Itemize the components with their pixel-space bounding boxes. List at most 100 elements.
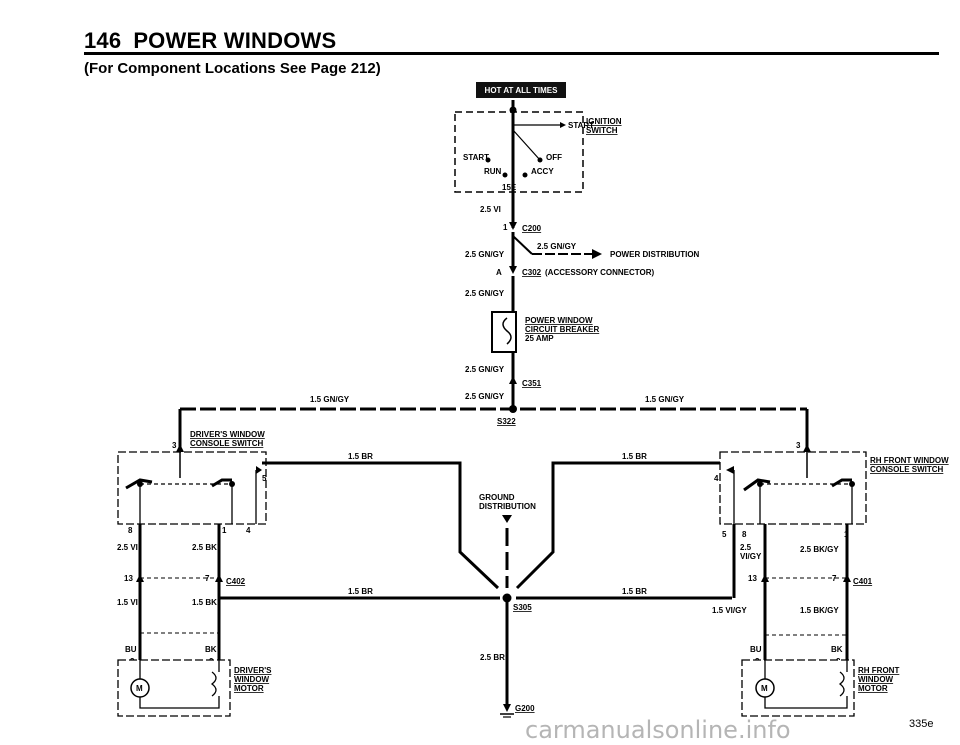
driver-switch-pin-3: 3 — [172, 441, 177, 450]
watermark: carmanualsonline.info — [525, 716, 791, 744]
circuit-breaker-symbol — [502, 317, 512, 345]
ignition-switch-name-2: SWITCH — [586, 126, 618, 135]
c401-connector-13 — [761, 574, 769, 582]
rh-ground-wire — [515, 461, 727, 590]
wire-rh-1-5-bkgy-label: 1.5 BK/GY — [800, 606, 839, 615]
wire-2-5-br-label: 2.5 BR — [480, 653, 505, 662]
driver-switch-name-2: CONSOLE SWITCH — [190, 439, 264, 448]
driver-motor-name-1: DRIVER'S — [234, 666, 272, 675]
rh-motor-leads — [764, 660, 848, 709]
wire-rh-2-5-bkgy-label: 2.5 BK/GY — [800, 545, 839, 554]
driver-motor-leads — [139, 660, 220, 709]
driver-switch-pin-4: 4 — [246, 526, 251, 535]
breaker-name-1: POWER WINDOW — [525, 316, 593, 325]
s305-label: S305 — [513, 603, 532, 612]
c200-label: C200 — [522, 224, 542, 233]
start-arrow-icon — [560, 122, 566, 128]
rh-switch-name-1: RH FRONT WINDOW — [870, 456, 949, 465]
ground-dist-arrow-icon — [502, 515, 512, 523]
circuit-breaker-box — [491, 311, 517, 353]
run-contact — [502, 172, 508, 178]
driver-motor-breaker — [210, 671, 217, 697]
driver-switch-connector — [176, 444, 184, 452]
ignition-switch-name-1: IGNITION — [586, 117, 622, 126]
rh-switch-pin-8: 8 — [742, 530, 747, 539]
wire-2-5-gngy-label-1: 2.5 GN/GY — [465, 250, 505, 259]
wire-1-5-br-rh-top: 1.5 BR — [622, 452, 647, 461]
rh-motor-m: M — [761, 684, 768, 693]
c302-connector — [509, 266, 517, 274]
rh-motor-wire-bu: BU — [750, 645, 762, 654]
ignition-switch-box — [454, 111, 584, 193]
driver-motor-name-3: MOTOR — [234, 684, 264, 693]
driver-ground-wire — [262, 461, 500, 590]
ignition-run-label: RUN — [484, 167, 502, 176]
c302-label: C302 — [522, 268, 542, 277]
wire-rh-2-5-vigy-label-a: 2.5 — [740, 543, 752, 552]
c200-connector — [509, 222, 517, 230]
rh-motor-name-2: WINDOW — [858, 675, 894, 684]
driver-motor-wire-bk: BK — [205, 645, 217, 654]
off-contact — [537, 157, 543, 163]
hot-label: HOT AT ALL TIMES — [485, 86, 559, 95]
c401-pin-7: 7 — [832, 574, 837, 583]
c401-connector-7 — [843, 574, 851, 582]
wire-driver-1-5-vi-label: 1.5 VI — [117, 598, 138, 607]
accy-contact — [522, 172, 528, 178]
page-subtitle: (For Component Locations See Page 212) — [84, 60, 381, 77]
rh-motor-breaker — [838, 671, 845, 697]
driver-switch-name-1: DRIVER'S WINDOW — [190, 430, 265, 439]
c402-connector-7 — [215, 574, 223, 582]
rh-switch-name-2: CONSOLE SWITCH — [870, 465, 944, 474]
g200-label: G200 — [515, 704, 535, 713]
rh-switch-blades — [743, 478, 852, 492]
driver-motor-m: M — [136, 684, 143, 693]
wire-1-5-gngy-right-label: 1.5 GN/GY — [645, 395, 685, 404]
ignition-off-label: OFF — [546, 153, 562, 162]
rh-motor-name-3: MOTOR — [858, 684, 888, 693]
power-distribution-label: POWER DISTRIBUTION — [610, 250, 700, 259]
c302-description: (ACCESSORY CONNECTOR) — [545, 268, 655, 277]
wire-2-5-gngy-label-3: 2.5 GN/GY — [465, 365, 505, 374]
wire-rh-1-5-vigy-label: 1.5 VI/GY — [712, 606, 747, 615]
driver-switch-blades — [125, 478, 232, 490]
title-rule — [84, 52, 939, 55]
rh-switch-pin4-arrow — [726, 466, 734, 474]
wire-1-5-br-driver-top: 1.5 BR — [348, 452, 373, 461]
c402-pin-7: 7 — [205, 574, 210, 583]
rh-motor-wire-bk: BK — [831, 645, 843, 654]
breaker-rating: 25 AMP — [525, 334, 554, 343]
wire-2-5-gngy-label-4: 2.5 GN/GY — [465, 392, 505, 401]
driver-switch-box — [117, 451, 267, 525]
driver-switch-pin5-arrow — [256, 466, 262, 474]
wire-rh-2-5-vigy-label-b: VI/GY — [740, 552, 762, 561]
s322-label: S322 — [497, 417, 516, 426]
driver-switch-pin-5: 5 — [262, 474, 267, 483]
driver-switch-pin-1: 1 — [222, 526, 227, 535]
ground-dist-label-2: DISTRIBUTION — [479, 502, 536, 511]
c402-pin-13: 13 — [124, 574, 133, 583]
start-contact — [485, 157, 491, 163]
c351-label: C351 — [522, 379, 542, 388]
rh-motor-name-1: RH FRONT — [858, 666, 899, 675]
wire-driver-2-5-vi-label: 2.5 VI — [117, 543, 138, 552]
breaker-name-2: CIRCUIT BREAKER — [525, 325, 599, 334]
c351-connector — [509, 376, 517, 384]
c401-label: C401 — [853, 577, 873, 586]
driver-motor-wire-bu: BU — [125, 645, 137, 654]
wire-1-5-gngy-left-label: 1.5 GN/GY — [310, 395, 350, 404]
wire-driver-1-5-bk-label: 1.5 BK — [192, 598, 217, 607]
g200-connector — [503, 704, 511, 712]
ignition-accy-label: ACCY — [531, 167, 554, 176]
c402-label: C402 — [226, 577, 246, 586]
figure-id: 335e — [909, 718, 934, 730]
rh-switch-box — [719, 451, 867, 525]
driver-switch-pin-8: 8 — [128, 526, 133, 535]
wire-1-5-br-rh-bottom: 1.5 BR — [622, 587, 647, 596]
ignition-switch-blade — [512, 129, 541, 161]
wire-2-5-vi-label: 2.5 VI — [480, 205, 501, 214]
page-number: 146 — [84, 28, 122, 53]
wire-driver-2-5-bk-label: 2.5 BK — [192, 543, 217, 552]
